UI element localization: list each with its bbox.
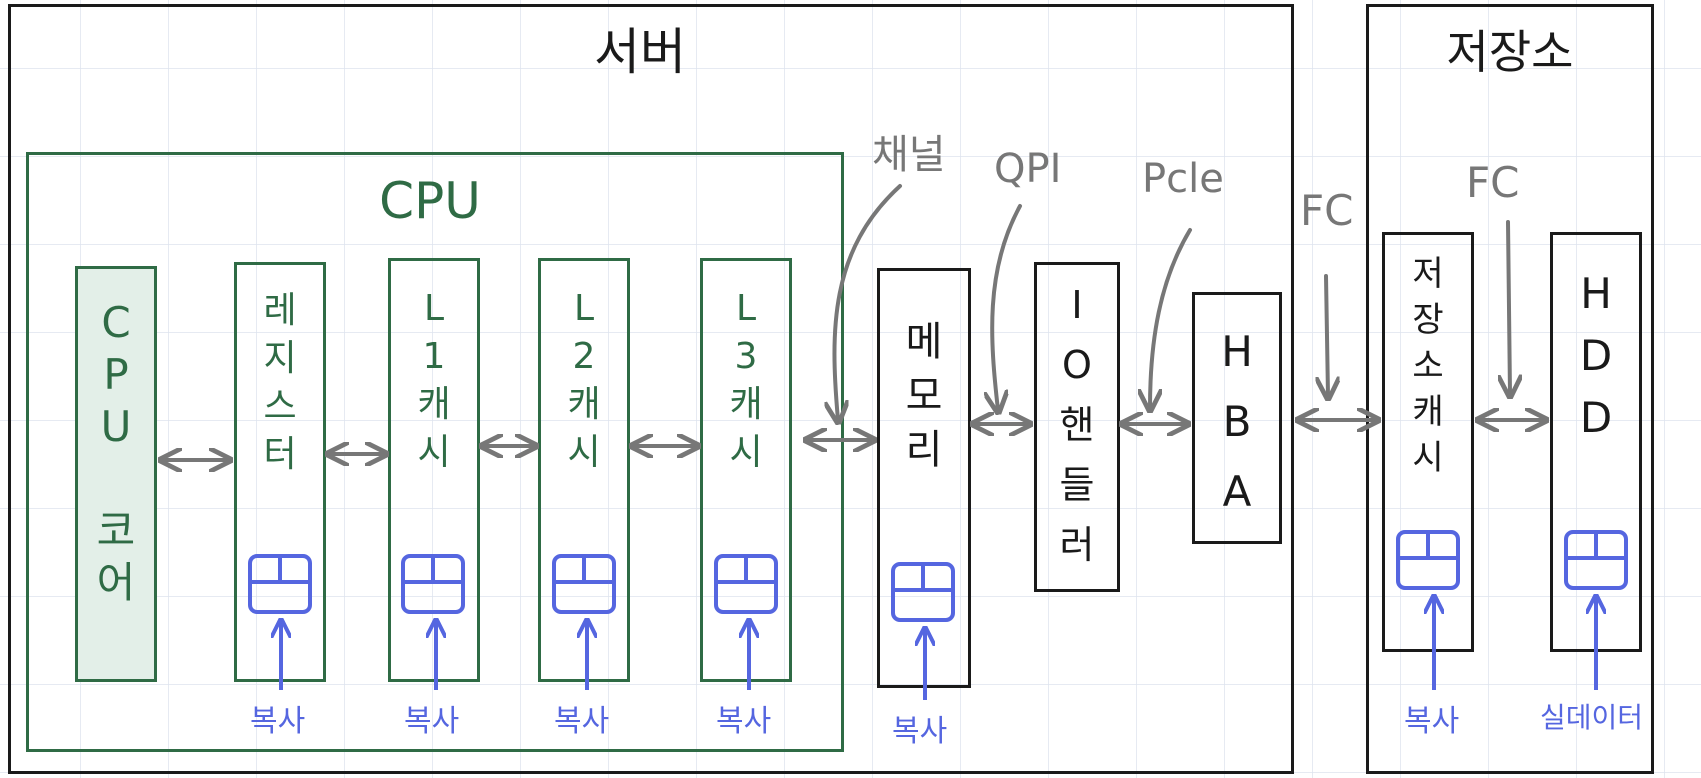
server-title: 서버	[594, 23, 686, 81]
l3-copy-label: 복사	[716, 704, 772, 739]
fc-storage-label: FC	[1466, 158, 1520, 207]
hdd-real-data-label: 실데이터	[1540, 701, 1644, 734]
storage-cache-copy-icon	[1396, 530, 1460, 590]
memory-copy-label: 복사	[892, 714, 948, 749]
register-copy-icon	[248, 554, 312, 614]
register-copy-label: 복사	[250, 704, 306, 739]
fc-server-pointer	[1326, 274, 1328, 396]
memory-box: 메 모 리	[877, 268, 971, 688]
storage-cache-box: 저 장 소 캐 시	[1382, 232, 1474, 652]
hdd-data-icon	[1564, 530, 1628, 590]
storage-box	[1366, 4, 1654, 774]
io-handler-box: I O 핸 들 러	[1034, 262, 1120, 592]
hdd-label: H D D	[1579, 269, 1613, 442]
memory-copy-icon	[891, 562, 955, 622]
register-box: 레 지 스 터	[234, 262, 326, 682]
channel-pointer	[834, 184, 902, 420]
l3-cache-box: L 3 캐 시	[700, 258, 792, 682]
io-handler-label: I O 핸 들 러	[1059, 283, 1095, 567]
storage-cache-label: 저 장 소 캐 시	[1412, 254, 1444, 478]
channel-label: 채널	[872, 132, 946, 178]
l3-copy-icon	[714, 554, 778, 614]
l2-cache-label: L 2 캐 시	[567, 288, 601, 473]
register-label: 레 지 스 터	[263, 290, 297, 475]
hdd-box: H D D	[1550, 232, 1642, 652]
memory-label: 메 모 리	[905, 319, 943, 473]
hba-box: H B A	[1192, 292, 1282, 544]
hba-label: H B A	[1221, 327, 1253, 516]
fc-storage-pointer	[1508, 220, 1510, 394]
l1-copy-label: 복사	[404, 704, 460, 739]
cpu-core-box: C P U 코 어	[75, 266, 157, 682]
l2-copy-label: 복사	[554, 704, 610, 739]
pcie-label: Pcle	[1142, 156, 1224, 202]
cpu-box	[26, 152, 844, 752]
qpi-pointer	[992, 204, 1022, 410]
cpu-title: CPU	[379, 172, 481, 230]
l1-cache-label: L 1 캐 시	[417, 288, 451, 473]
storage-cache-copy-label: 복사	[1404, 704, 1460, 739]
l1-copy-icon	[401, 554, 465, 614]
server-box	[8, 4, 1294, 774]
fc-server-label: FC	[1300, 186, 1354, 235]
pcie-pointer	[1150, 228, 1192, 408]
l3-cache-label: L 3 캐 시	[729, 288, 763, 473]
storage-title: 저장소	[1446, 25, 1574, 79]
qpi-label: QPI	[994, 146, 1062, 192]
cpu-core-label: C P U 코 어	[96, 298, 136, 607]
l2-cache-box: L 2 캐 시	[538, 258, 630, 682]
l2-copy-icon	[552, 554, 616, 614]
